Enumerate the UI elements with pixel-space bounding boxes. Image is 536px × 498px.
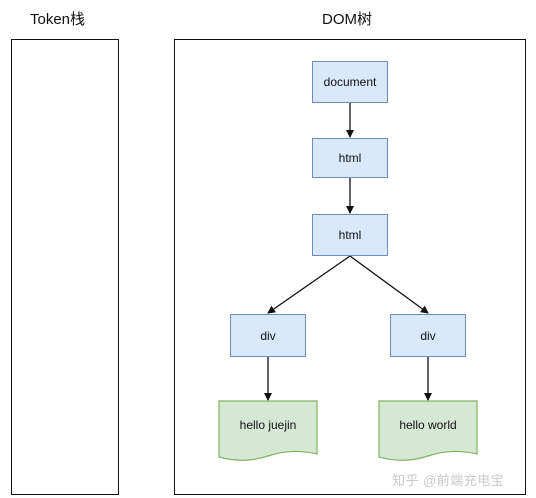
node-html-1: html xyxy=(312,138,388,178)
dom-tree-title: DOM树 xyxy=(322,11,372,28)
dom-tree-panel xyxy=(174,39,526,495)
watermark: 知乎 @前端充电宝 xyxy=(392,473,505,488)
node-document: document xyxy=(312,61,388,103)
token-stack-panel xyxy=(11,39,119,495)
node-div-right: div xyxy=(390,314,466,357)
text-node-right-shape xyxy=(378,400,478,461)
edge-html-div-right xyxy=(349,255,429,314)
text-node-right-label: hello world xyxy=(399,418,457,432)
node-html-2: html xyxy=(312,214,388,256)
token-stack-title: Token栈 xyxy=(30,11,86,28)
text-node-left-shape xyxy=(218,400,318,461)
edge-html-div-left xyxy=(267,255,351,314)
text-node-left-label: hello juejin xyxy=(239,418,297,432)
node-div-left: div xyxy=(230,314,306,357)
